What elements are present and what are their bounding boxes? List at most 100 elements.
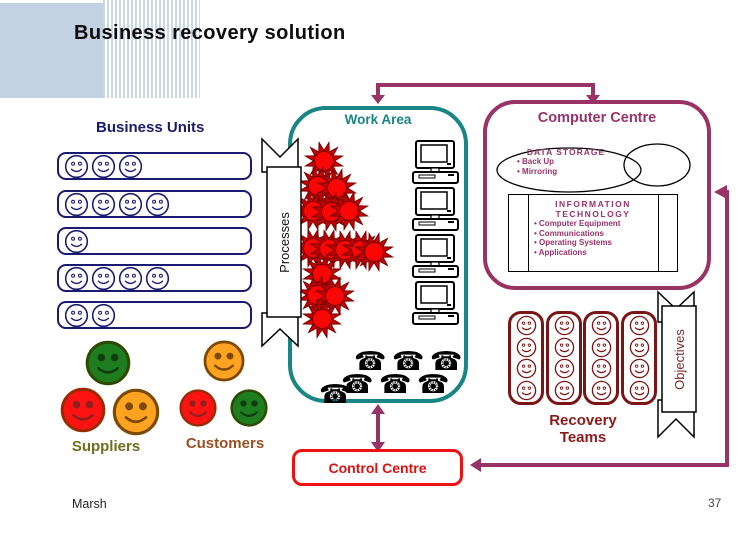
telephone-icon: ☎ (319, 379, 352, 409)
it-box-left-bar (528, 195, 529, 271)
decor-stripes (103, 0, 200, 98)
bullet-item: • Operating Systems (534, 238, 612, 247)
supplier-green-face-icon (85, 340, 131, 386)
supplier-red-face-icon (60, 387, 106, 433)
processes-banner-label: Processes (276, 211, 292, 273)
bullet-item: • Applications (534, 247, 587, 257)
data-storage-title: DATA STORAGE (526, 147, 606, 157)
person-face-icon (516, 359, 536, 379)
information-technology-box (508, 194, 678, 272)
computer-icon (412, 140, 459, 184)
computer-centre-label: Computer Centre (537, 110, 657, 126)
computer-icon (412, 281, 459, 325)
control-centre-box: Control Centre (292, 449, 463, 486)
recovery-team-column (546, 311, 582, 405)
arrowhead-up-workarea (371, 404, 385, 414)
it-title-line2: TECHNOLOGY (555, 209, 631, 219)
person-face-icon (118, 266, 143, 290)
person-face-icon (554, 315, 574, 336)
person-face-icon (64, 229, 89, 253)
arrowhead-left-controlcentre (470, 458, 481, 472)
person-face-icon (591, 359, 611, 379)
person-face-icon (554, 380, 574, 401)
business-units-label: Business Units (96, 119, 205, 136)
suppliers-label: Suppliers (71, 438, 141, 455)
person-face-icon (591, 380, 611, 401)
recovery-teams-label-line1: Recovery (549, 412, 617, 429)
bullet-item: • Computer Equipment (534, 219, 621, 228)
person-face-icon (64, 192, 89, 216)
person-face-icon (64, 266, 89, 290)
computer-icon (412, 187, 459, 231)
business-unit-row (57, 301, 252, 329)
person-face-icon (91, 303, 116, 327)
data-storage-disks-icon (496, 143, 691, 193)
decor-blue-block (0, 3, 103, 98)
customers-label: Customers (185, 435, 265, 452)
information-technology-block: INFORMATION TECHNOLOGY • Computer Equipm… (508, 199, 678, 257)
person-face-icon (554, 337, 574, 357)
computer-icon (412, 234, 459, 278)
telephone-icon: ☎ (392, 346, 425, 376)
person-face-icon (145, 192, 170, 216)
person-face-icon (516, 315, 536, 336)
recovery-team-column (621, 311, 657, 405)
page-number: 37 (708, 496, 722, 510)
person-face-icon (591, 337, 611, 357)
person-face-icon (91, 266, 116, 290)
person-face-icon (591, 315, 611, 336)
supplier-orange-face-icon (112, 388, 160, 436)
it-box-right-bar (658, 195, 659, 271)
arrowhead-down-workarea (371, 95, 385, 104)
person-face-icon (91, 154, 116, 178)
incident-burst-icon (354, 232, 394, 272)
telephone-icon: ☎ (430, 346, 463, 376)
customer-green-face-icon (230, 389, 268, 427)
person-face-icon (91, 192, 116, 216)
incident-burst-icon (315, 276, 355, 316)
incident-burst-icon (302, 254, 342, 294)
slide-title: Business recovery solution (74, 22, 346, 44)
person-face-icon (118, 192, 143, 216)
incident-burst-icon (329, 191, 369, 231)
person-face-icon (516, 380, 536, 401)
it-bullets: • Computer Equipment• Communications• Op… (508, 219, 678, 257)
arrowhead-down-computercentre (586, 95, 600, 104)
person-face-icon (629, 380, 649, 401)
business-unit-row (57, 190, 252, 218)
business-unit-row (57, 264, 252, 292)
objectives-banner-label: Objectives (671, 328, 687, 390)
it-title-line1: INFORMATION (555, 199, 631, 209)
person-face-icon (118, 154, 143, 178)
person-face-icon (145, 266, 170, 290)
bullet-item: • Back Up (517, 157, 555, 166)
telephone-icon: ☎ (341, 369, 374, 399)
control-centre-label: Control Centre (328, 459, 427, 476)
customer-orange-face-icon (203, 340, 245, 382)
telephone-icon: ☎ (354, 346, 387, 376)
business-unit-row (57, 152, 252, 180)
customer-red-face-icon (179, 389, 217, 427)
bullet-item: • Mirroring (517, 167, 558, 176)
data-storage-bullets: • Back Up• Mirroring (505, 157, 627, 177)
person-face-icon (64, 303, 89, 327)
person-face-icon (629, 359, 649, 379)
telephone-icon: ☎ (417, 369, 450, 399)
arrowhead-left-computercentre (714, 185, 727, 199)
person-face-icon (64, 154, 89, 178)
footer-brand: Marsh (72, 497, 107, 511)
person-face-icon (516, 337, 536, 357)
processes-banner-shape (261, 137, 302, 348)
person-face-icon (629, 337, 649, 357)
work-area-label: Work Area (344, 112, 412, 127)
recovery-team-column (583, 311, 619, 405)
telephone-icon: ☎ (379, 369, 412, 399)
objectives-banner-shape (657, 290, 697, 439)
arrowhead-down-controlcentre (371, 442, 385, 452)
incident-burst-icon (302, 299, 342, 339)
business-unit-row (57, 227, 252, 255)
data-storage-block: DATA STORAGE • Back Up• Mirroring (505, 147, 627, 177)
bullet-item: • Communications (534, 228, 604, 238)
